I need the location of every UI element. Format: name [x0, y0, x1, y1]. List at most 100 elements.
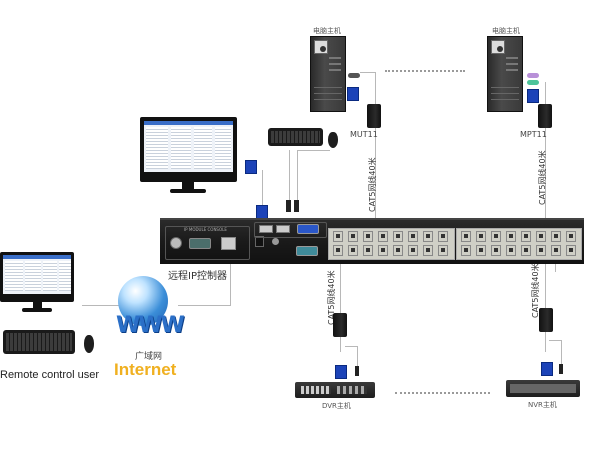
rj45-port[interactable]	[438, 245, 448, 256]
remote-user-keyboard	[3, 330, 75, 354]
host-1-adapter-label: MUT11	[350, 130, 378, 139]
serial-port[interactable]	[189, 238, 211, 249]
host-1-label: 电脑主机	[313, 27, 341, 35]
rj45-port[interactable]	[378, 245, 388, 256]
rj45-port[interactable]	[461, 231, 471, 242]
usb-port-2[interactable]	[276, 225, 290, 233]
rj45-port[interactable]	[393, 231, 403, 242]
dc-power-jack	[255, 236, 264, 247]
usb-plug-keyboard	[286, 200, 291, 212]
rj45-port[interactable]	[506, 245, 516, 256]
cable-switch-to-dvr	[340, 262, 341, 352]
rj45-port[interactable]	[506, 231, 516, 242]
rj45-port[interactable]	[566, 231, 576, 242]
rj45-port[interactable]	[423, 245, 433, 256]
rj45-port[interactable]	[333, 245, 343, 256]
cable-host1-adapter-h	[360, 72, 376, 73]
rj45-port[interactable]	[491, 231, 501, 242]
cable-host2-to-switch	[545, 82, 546, 218]
host-2-adapter	[538, 104, 552, 128]
nvr-adapter-branch	[549, 340, 561, 341]
rj45-port[interactable]	[348, 231, 358, 242]
rj45-port[interactable]	[333, 231, 343, 242]
cable-mouse-to-switch	[297, 150, 298, 210]
rj45-port[interactable]	[566, 245, 576, 256]
internet-en-label: Internet	[114, 360, 177, 379]
rj45-port[interactable]	[393, 245, 403, 256]
lan-port[interactable]	[221, 237, 236, 250]
remote-user-mouse	[84, 335, 94, 353]
host-1-vga-connector	[347, 87, 359, 101]
rj45-port[interactable]	[348, 245, 358, 256]
host-2-tower	[487, 36, 523, 112]
rj45-port[interactable]	[476, 231, 486, 242]
host-2-ps2-mouse-plug	[527, 80, 539, 85]
cable-switch-to-internet	[230, 262, 231, 306]
rj45-port[interactable]	[521, 245, 531, 256]
vga-port[interactable]	[297, 224, 319, 234]
rj45-port[interactable]	[363, 231, 373, 242]
local-monitor-base	[170, 189, 206, 193]
rj45-port[interactable]	[408, 245, 418, 256]
kvm-ip-switch: IP MODULE CONSOLE	[160, 218, 584, 264]
nvr-adapter-branch-v	[561, 340, 562, 364]
switch-vga-plug	[256, 205, 268, 219]
dvr-label: DVR主机	[322, 402, 351, 410]
local-monitor-vga-connector	[245, 160, 257, 174]
remote-user-monitor	[0, 252, 74, 302]
dvr-unit	[295, 382, 375, 398]
port-group-2	[456, 228, 582, 260]
rj45-port[interactable]	[461, 245, 471, 256]
usb-port-1[interactable]	[259, 225, 273, 233]
rj45-port[interactable]	[438, 231, 448, 242]
local-console-monitor	[140, 117, 237, 182]
host-1-tower	[310, 36, 346, 112]
cable-host1-to-switch	[375, 72, 376, 218]
dvr-vga-connector	[335, 365, 347, 379]
www-logo: WWW	[116, 313, 185, 338]
rj45-port[interactable]	[551, 231, 561, 242]
cable-internet-h	[178, 305, 231, 306]
serial-console-port[interactable]	[296, 246, 318, 256]
dvr-adapter-branch-v	[357, 346, 358, 366]
rj45-port[interactable]	[536, 245, 546, 256]
cable-switch-to-nvr	[545, 262, 546, 352]
host-2-ps2-keyboard-plug	[527, 73, 539, 78]
host-1-cable-label: CAT5网线40米	[368, 157, 377, 212]
rj45-port[interactable]	[476, 245, 486, 256]
nvr-usb-plug	[559, 364, 563, 374]
power-button[interactable]	[170, 237, 182, 249]
local-console-mouse	[328, 132, 338, 148]
ground-screw	[272, 238, 279, 245]
console-port-panel	[254, 222, 327, 238]
rj45-port[interactable]	[408, 231, 418, 242]
local-console-keyboard	[268, 128, 323, 146]
host-2-adapter-label: MPT11	[520, 130, 547, 139]
host-1-adapter	[367, 104, 381, 128]
ip-module-panel: IP MODULE CONSOLE	[165, 226, 250, 260]
rj45-port[interactable]	[423, 231, 433, 242]
usb-plug-mouse	[294, 200, 299, 212]
kvm-switch-label: 远程IP控制器	[168, 271, 227, 282]
cable-keyboard-to-switch	[289, 150, 290, 210]
cable-switch-right-edge	[555, 262, 556, 272]
ip-module-title: IP MODULE CONSOLE	[184, 227, 227, 232]
rj45-port[interactable]	[551, 245, 561, 256]
dvr-usb-plug	[355, 366, 359, 376]
host-2-label: 电脑主机	[492, 27, 520, 35]
rj45-port[interactable]	[378, 231, 388, 242]
cable-mouse-h	[297, 150, 330, 151]
host-2-vga-connector	[527, 89, 539, 103]
internet-globe-icon	[118, 276, 168, 326]
local-monitor-stand	[182, 182, 194, 190]
host-separator-dots	[385, 70, 465, 72]
rj45-port[interactable]	[521, 231, 531, 242]
internet-cn-label: 广域网	[135, 352, 163, 362]
remote-monitor-base	[22, 308, 52, 312]
rj45-port[interactable]	[536, 231, 546, 242]
cable-monitor-to-switch	[262, 170, 263, 210]
rj45-port[interactable]	[363, 245, 373, 256]
rj45-port[interactable]	[491, 245, 501, 256]
dvr-adapter-branch	[345, 346, 357, 347]
